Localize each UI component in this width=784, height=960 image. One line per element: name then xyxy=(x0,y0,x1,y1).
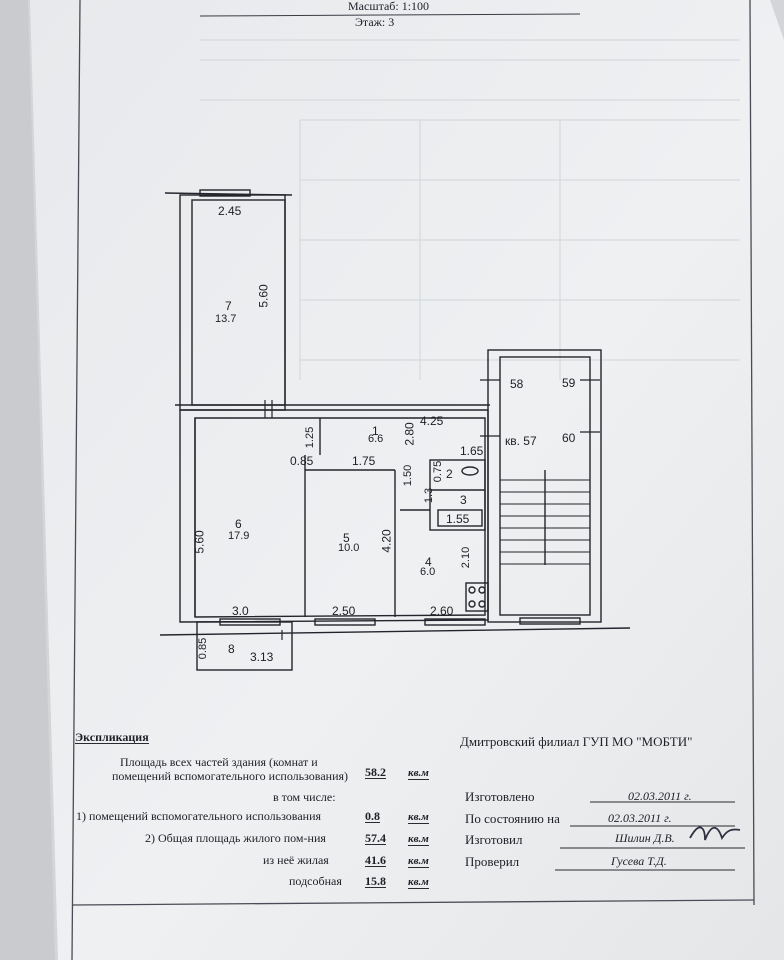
room-area-7: 13.7 xyxy=(215,313,237,325)
expl-row4-label: 2) Общая площадь жилого пом-ния xyxy=(145,831,326,845)
window-bottom-1 xyxy=(219,618,281,626)
room-area-4: 6.0 xyxy=(420,566,436,578)
room-num-8: 8 xyxy=(228,642,235,656)
expl-row1-unit: кв.м xyxy=(408,767,429,780)
neighbor-60: 60 xyxy=(562,431,576,445)
expl-row2-label: в том числе: xyxy=(273,790,336,804)
bathroom-block xyxy=(429,459,486,531)
window-bottom-3 xyxy=(424,618,486,626)
dim-425: 4.25 xyxy=(420,414,444,428)
expl-row5-value: 41.6 xyxy=(365,853,386,867)
expl-row6-unit: кв.м xyxy=(408,876,429,889)
dim-30: 3.0 xyxy=(232,604,249,618)
expl-row3-unit: кв.м xyxy=(408,811,429,824)
dim-085-mid: 0.85 xyxy=(290,454,314,468)
dim-420: 4.20 xyxy=(379,529,394,553)
frame-left xyxy=(71,0,81,960)
window-stair xyxy=(519,617,581,625)
dim-175: 1.75 xyxy=(352,454,376,468)
expl-row5-label: из неё жилая xyxy=(263,853,329,867)
scale-label: Масштаб: 1:100 xyxy=(348,0,430,13)
expl-row1-value: 58.2 xyxy=(365,765,386,779)
dim-250: 2.50 xyxy=(332,604,356,618)
dim-245: 2.45 xyxy=(218,204,242,218)
dim-150: 1.50 xyxy=(402,464,415,487)
maker-name: Шилин Д.В. xyxy=(615,831,675,845)
dim-210: 2.10 xyxy=(460,546,473,569)
state-label: По состоянию на xyxy=(465,811,560,826)
room-8-balcony xyxy=(196,621,293,671)
room-num-6: 6 xyxy=(235,517,242,531)
stairwell-inner xyxy=(499,356,591,616)
maker-label: Изготовил xyxy=(465,832,523,847)
room-num-1: 1 xyxy=(372,424,379,438)
dim-313: 3.13 xyxy=(250,650,274,664)
dim-560-top: 5.60 xyxy=(256,284,271,308)
dim-165: 1.65 xyxy=(460,444,484,458)
expl-row1-line2: помещений вспомогательного использования… xyxy=(112,769,349,783)
dim-125: 1.25 xyxy=(304,426,317,449)
frame-right xyxy=(749,0,755,906)
made-label: Изготовлено xyxy=(465,789,535,804)
expl-row5-unit: кв.м xyxy=(408,855,429,868)
org-name: Дмитровский филиал ГУП МО "МОБТИ" xyxy=(460,734,693,749)
window-bottom-2 xyxy=(314,618,376,626)
expl-row1-line1: Площадь всех частей здания (комнат и xyxy=(120,755,318,769)
dim-260: 2.60 xyxy=(430,604,454,618)
stair-steps xyxy=(500,479,590,565)
room-area-1: 6.6 xyxy=(368,433,384,445)
signature-scribble xyxy=(689,826,741,841)
room-area-5: 10.0 xyxy=(338,542,360,554)
floor-label: Этаж: 3 xyxy=(355,15,395,29)
room-num-5: 5 xyxy=(343,531,350,545)
dim-075: 0.75 xyxy=(432,460,445,483)
dim-560-left: 5.60 xyxy=(192,530,207,554)
header-rule xyxy=(199,13,581,17)
checker-name: Гусева Т.Д. xyxy=(611,854,667,868)
explication-title: Экспликация xyxy=(75,730,149,744)
expl-row3-value: 0.8 xyxy=(365,809,380,823)
window-top xyxy=(199,189,251,197)
expl-row6-label: подсобная xyxy=(289,874,342,888)
show-through xyxy=(200,39,740,380)
expl-row3-label: 1) помещений вспомогательного использова… xyxy=(76,809,322,823)
state-date: 02.03.2011 г. xyxy=(608,811,672,825)
bathtub xyxy=(437,509,483,527)
expl-row4-unit: кв.м xyxy=(408,833,429,846)
expl-row6-value: 15.8 xyxy=(365,874,386,888)
frame-bottom xyxy=(71,899,755,906)
neighbor-59: 59 xyxy=(562,376,576,390)
room-num-7: 7 xyxy=(225,299,232,313)
left-page-edge xyxy=(0,0,55,960)
dim-085-bottom: 0.85 xyxy=(197,637,210,660)
room-area-6: 17.9 xyxy=(228,530,250,542)
checker-label: Проверил xyxy=(465,854,520,869)
made-date: 02.03.2011 г. xyxy=(628,789,692,803)
dim-13: 1.3 xyxy=(423,487,436,504)
floor-plan xyxy=(159,189,631,671)
stairwell-outline xyxy=(487,349,602,623)
neighbor-57: кв. 57 xyxy=(505,434,537,448)
dim-280: 2.80 xyxy=(402,422,417,446)
room-num-2: 2 xyxy=(446,467,453,481)
dim-155: 1.55 xyxy=(446,512,470,526)
room-num-3: 3 xyxy=(460,493,467,507)
toilet xyxy=(461,466,479,476)
neighbor-58: 58 xyxy=(510,377,524,391)
dimension-ticks xyxy=(264,379,600,640)
room-num-4: 4 xyxy=(425,555,432,569)
expl-row4-value: 57.4 xyxy=(365,831,386,845)
